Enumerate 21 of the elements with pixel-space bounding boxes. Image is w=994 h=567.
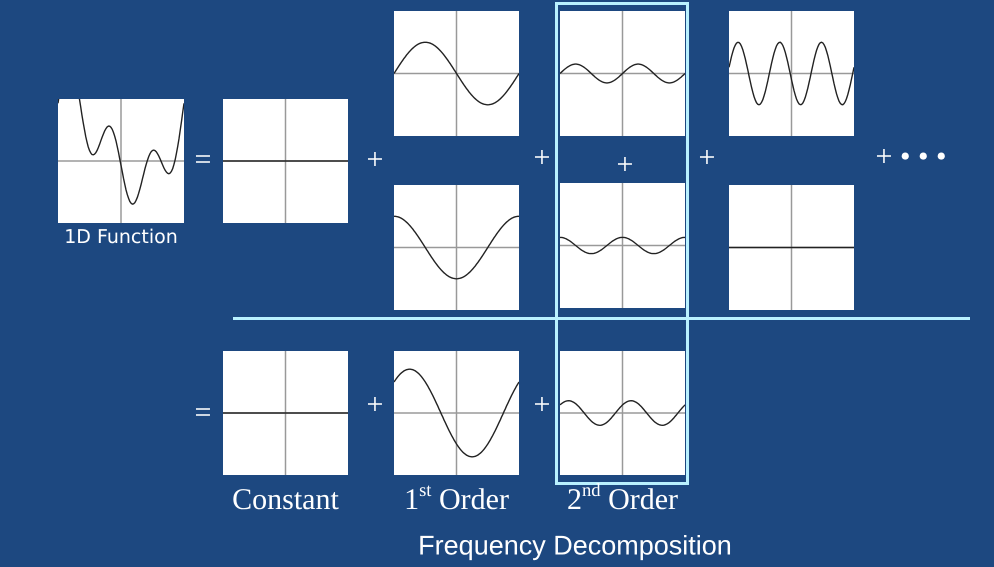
waveform-plot [394,185,519,310]
caption: Frequency Decomposition [418,530,732,562]
operator-symbol: + [698,143,716,173]
plot-caption: Constant [232,483,339,516]
operator-symbol: + [534,390,550,420]
waveform-plot [560,11,685,136]
operator-symbol: + [534,143,550,173]
waveform-plot [729,185,854,310]
waveform-plot [223,99,348,223]
operator-symbol: + • • • [876,142,946,172]
plot-caption: 1$^{st}$ Order [404,483,509,516]
operator-symbol: = [194,398,212,428]
operator-symbol: + [366,390,384,420]
operator-symbol: = [194,145,212,175]
waveform-plot [394,11,519,136]
plot-caption: 2$^{nd}$ Order [566,483,678,516]
operator-symbol: + [616,150,634,180]
waveform-plot [729,11,854,136]
plot-caption: 1D Function [64,227,178,248]
waveform-plot [560,183,685,308]
operator-symbol: + [366,145,384,175]
